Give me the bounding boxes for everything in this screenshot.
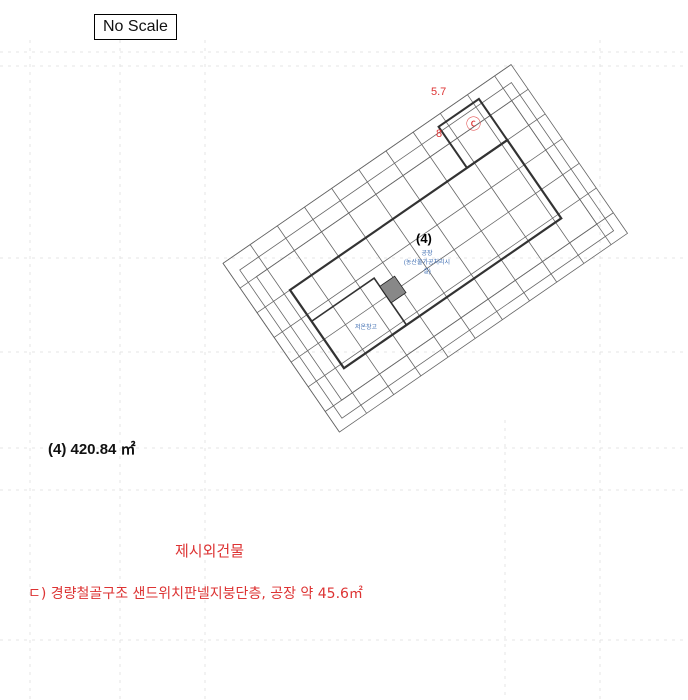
room-storage-label: 저온창고 <box>355 325 378 331</box>
notes-item: ㄷ) 경량철골구조 샌드위치판넬지붕단층, 공장 약 45.6㎡ <box>28 586 363 602</box>
annex-dim-length: 8 <box>436 128 443 140</box>
grid-line <box>239 88 529 289</box>
annex-dim-width: 5.7 <box>431 86 447 98</box>
grid-line <box>222 263 340 433</box>
room-main-label: 공장 (농산물가공처리시설) <box>402 248 452 275</box>
stair <box>379 275 407 304</box>
grid-line <box>324 212 614 412</box>
grid-line <box>439 113 558 283</box>
grid-line <box>273 138 563 338</box>
annex-marker: ⓒ <box>466 116 482 133</box>
grid-line <box>331 188 449 358</box>
room-main-name: 공장 <box>421 251 433 257</box>
area-text: (4) 420.84 ㎡ <box>48 441 136 458</box>
grid-line <box>249 244 367 414</box>
building-outline <box>222 64 629 433</box>
room-main-sub: (농산물가공처리시설) <box>403 260 451 275</box>
building-label: (4) <box>416 231 432 246</box>
grid-line <box>307 187 597 388</box>
grid-line <box>358 169 476 339</box>
grid-line <box>277 225 395 395</box>
grid-line <box>290 163 580 363</box>
grid-line <box>385 150 503 320</box>
notes-heading: 제시외건물 <box>175 542 245 560</box>
background-grid <box>0 40 688 700</box>
grid-line <box>494 75 612 245</box>
grid-line <box>467 94 585 264</box>
grid-line <box>222 64 512 264</box>
scale-label: No Scale <box>94 14 177 40</box>
grid-line <box>412 131 530 302</box>
grid-line <box>304 206 422 377</box>
annex <box>437 97 509 170</box>
